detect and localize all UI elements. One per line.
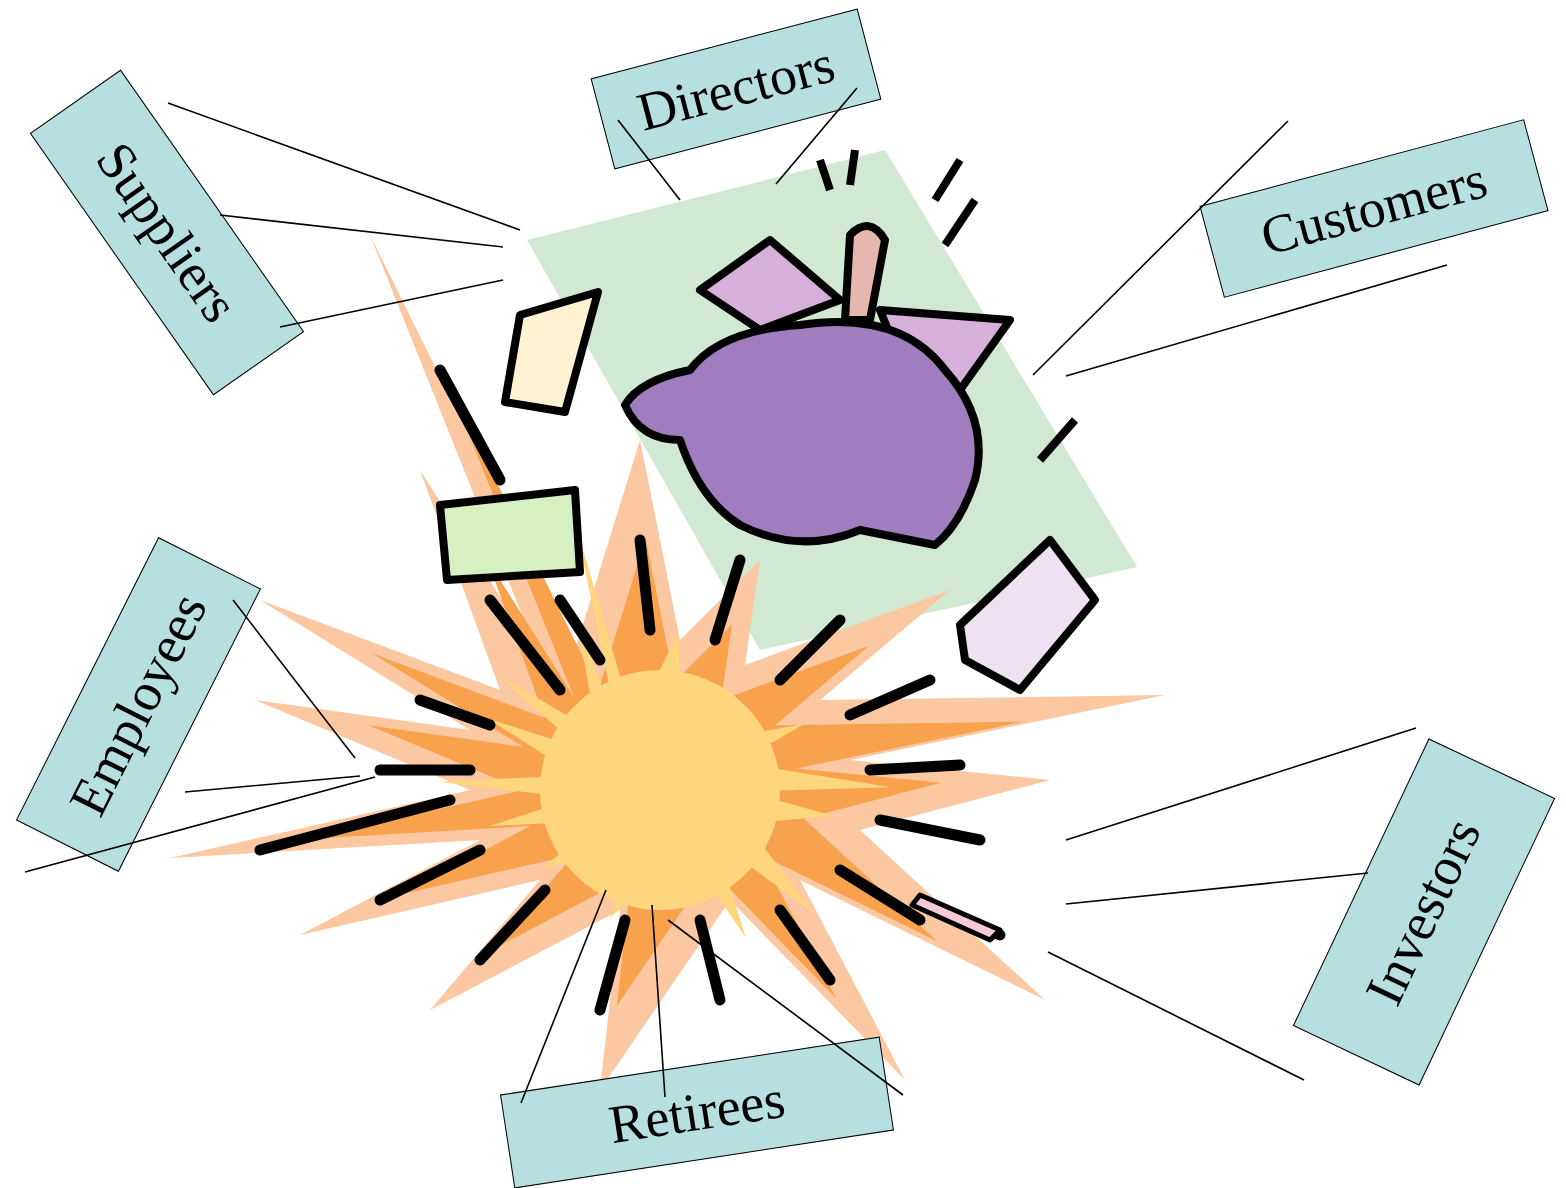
debris-piece [440,490,580,580]
burst-streak [870,765,960,770]
burst-streak [840,870,920,920]
leader-line [280,280,503,327]
debris-piece [912,895,1000,940]
leader-line [185,776,360,792]
piggy-bank [625,150,1075,545]
burst-streak [480,890,545,960]
leader-line [618,120,680,200]
shock-mark [1040,420,1075,460]
leader-line [652,905,665,1097]
leader-line [168,103,520,230]
burst-streak [850,680,930,715]
burst-streak [260,800,450,850]
stakeholder-label: Customers [1255,149,1494,266]
stakeholder-label: Directors [631,35,840,143]
burst-streak [600,920,625,1010]
stakeholder-label: Employees [58,583,219,824]
leader-line [776,88,857,184]
piggy-body [625,322,979,545]
burst-streak [780,910,830,980]
starburst [170,235,1165,1090]
burst-streak [380,765,470,776]
starburst-center [540,670,780,910]
leader-line [1048,952,1304,1080]
burst-streak [880,820,980,840]
stakeholder-box: Employees [15,537,260,872]
debris-piece [505,292,598,412]
stakeholder-box: Retirees [500,1036,894,1188]
shock-mark [945,200,975,245]
leader-line [220,215,503,247]
leader-line [25,777,375,872]
burst-streak [560,600,600,660]
burst-streak [490,600,560,690]
burst-streak [640,540,650,630]
leader-line [668,920,903,1095]
leader-line [521,890,606,1103]
stakeholder-box: Suppliers [30,69,304,395]
burst-streak [700,920,720,1000]
stakeholder-label: Suppliers [84,131,250,332]
stakeholder-label: Investors [1355,810,1493,1014]
burst-streak [715,560,740,640]
leader-line [1066,728,1416,840]
leader-line [1066,265,1447,376]
leader-line [1033,121,1288,375]
burst-streak [420,700,490,725]
shock-mark [935,160,960,200]
leader-line [233,600,355,758]
leader-line [1066,873,1368,904]
debris-piece [960,540,1095,690]
stakeholder-label: Retirees [605,1069,789,1154]
piggy-snout [845,226,885,320]
piggy-ear [700,240,840,330]
burst-streak [440,370,500,480]
burst-streak [380,850,480,900]
stakeholder-box: Investors [1293,738,1555,1085]
stakeholder-box: Directors [591,9,882,170]
starburst-outer [170,235,1165,1090]
shock-mark [850,150,855,185]
stakeholder-box: Customers [1199,119,1548,298]
burst-streak [780,620,840,680]
flying-debris [440,292,1095,940]
shock-mark [820,160,830,190]
